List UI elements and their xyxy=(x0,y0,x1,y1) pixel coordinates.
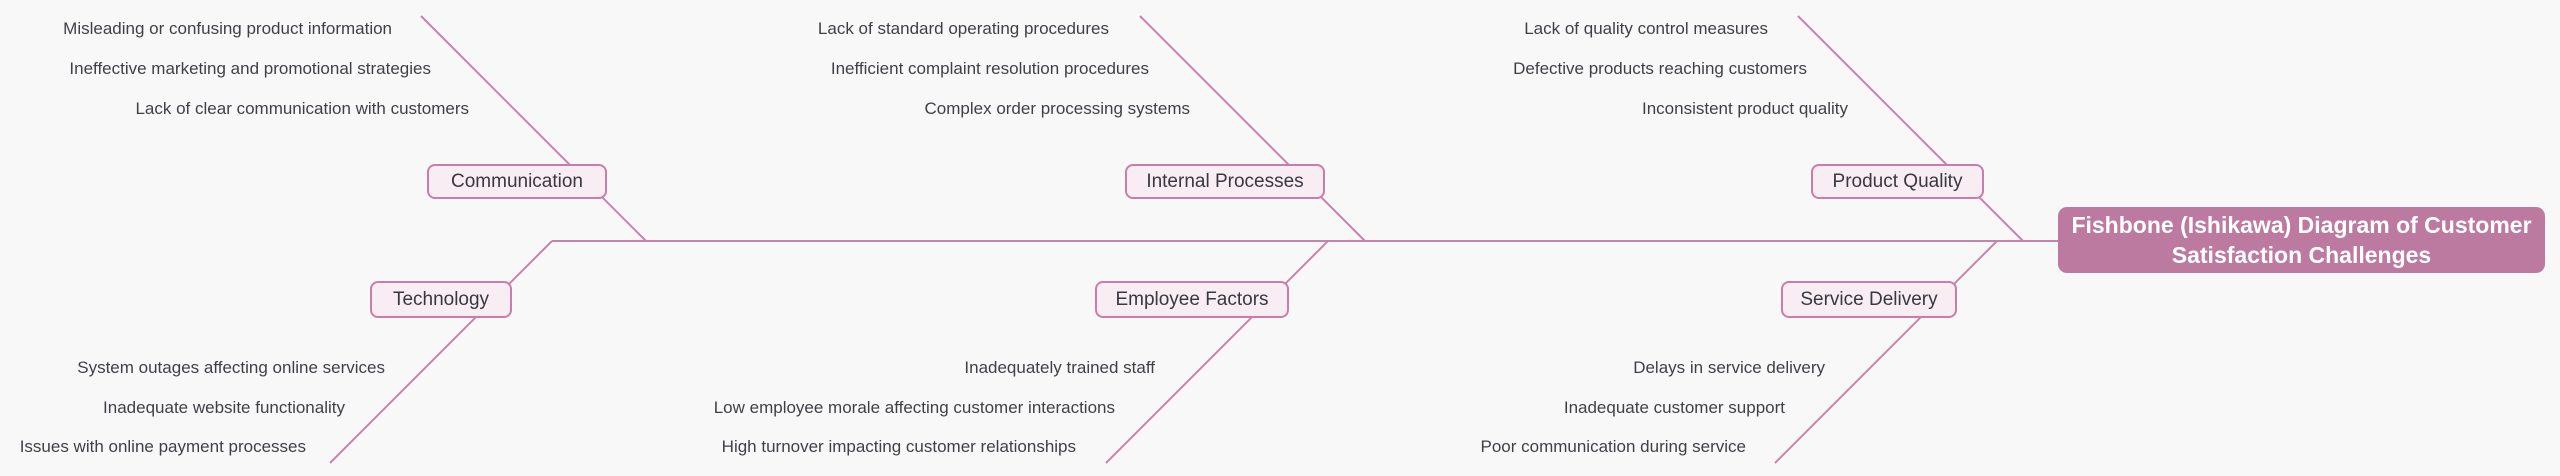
category-label: Employee Factors xyxy=(1115,288,1269,310)
branch-line-service-delivery xyxy=(1774,240,1998,464)
category-box-technology: Technology xyxy=(370,281,512,318)
cause-label: System outages affecting online services xyxy=(77,358,385,377)
branch-line-product-quality xyxy=(1797,15,2024,242)
cause-label: Delays in service delivery xyxy=(1633,358,1825,377)
cause-label: Low employee morale affecting customer i… xyxy=(713,398,1115,417)
cause-label: Inefficient complaint resolution procedu… xyxy=(830,59,1149,78)
cause-label: Inadequate customer support xyxy=(1563,398,1785,417)
category-label: Service Delivery xyxy=(1800,288,1938,310)
category-label: Communication xyxy=(451,170,583,192)
category-box-employee-factors: Employee Factors xyxy=(1095,281,1289,318)
cause-label: High turnover impacting customer relatio… xyxy=(721,437,1076,456)
category-label: Technology xyxy=(392,288,490,310)
category-box-service-delivery: Service Delivery xyxy=(1781,281,1957,318)
cause-label: Lack of quality control measures xyxy=(1524,19,1768,38)
category-label: Product Quality xyxy=(1832,170,1963,192)
cause-label: Lack of standard operating procedures xyxy=(817,19,1109,38)
diagram-title: Fishbone (Ishikawa) Diagram of Customer … xyxy=(2071,212,2532,268)
cause-label: Inadequately trained staff xyxy=(964,358,1155,377)
cause-label: Ineffective marketing and promotional st… xyxy=(69,59,431,78)
diagram-title-box: Fishbone (Ishikawa) Diagram of Customer … xyxy=(2058,207,2545,273)
cause-label: Inadequate website functionality xyxy=(103,398,345,417)
cause-label: Defective products reaching customers xyxy=(1513,59,1807,78)
category-label: Internal Processes xyxy=(1146,170,1304,192)
branch-line-technology xyxy=(329,240,553,464)
category-box-product-quality: Product Quality xyxy=(1811,164,1984,199)
category-box-communication: Communication xyxy=(427,164,607,199)
cause-label: Lack of clear communication with custome… xyxy=(135,99,469,118)
cause-label: Issues with online payment processes xyxy=(19,437,306,456)
branch-line-communication xyxy=(420,15,647,242)
cause-label: Complex order processing systems xyxy=(924,99,1190,118)
category-box-internal-processes: Internal Processes xyxy=(1125,164,1325,199)
cause-label: Poor communication during service xyxy=(1480,437,1746,456)
branch-line-internal-processes xyxy=(1139,15,1366,242)
cause-label: Misleading or confusing product informat… xyxy=(63,19,392,38)
branch-line-employee-factors xyxy=(1105,240,1329,464)
cause-label: Inconsistent product quality xyxy=(1641,99,1848,118)
